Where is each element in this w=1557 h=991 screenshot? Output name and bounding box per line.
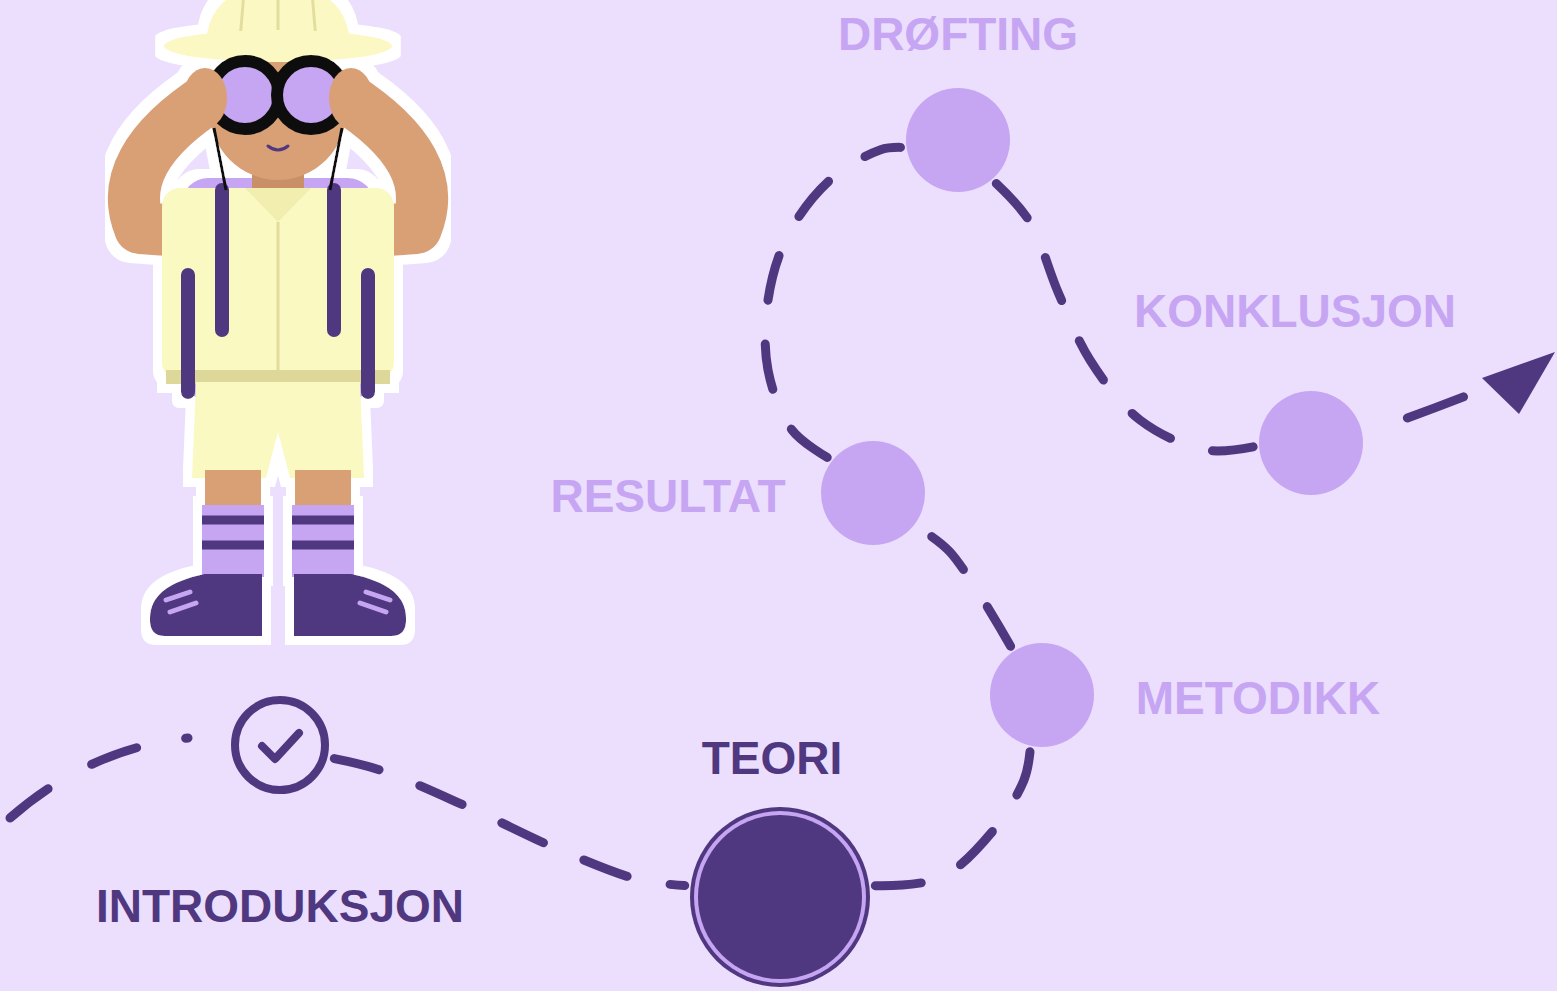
- path-exit: [1368, 392, 1476, 432]
- dashed-route: [765, 147, 900, 457]
- step-label: RESULTAT: [550, 473, 785, 519]
- shirt: [162, 188, 394, 380]
- step-label: TEORI: [702, 735, 843, 781]
- current-core: [698, 815, 862, 979]
- pending-circle: [990, 643, 1094, 747]
- hat-brim: [164, 30, 392, 62]
- step-label: DRØFTING: [838, 11, 1078, 57]
- pending-circle: [1259, 391, 1363, 495]
- hand: [183, 68, 227, 128]
- shorts: [192, 382, 364, 478]
- pending-circle: [821, 441, 925, 545]
- shirt-seam: [277, 222, 280, 378]
- shoe: [294, 574, 406, 636]
- dashed-route: [334, 759, 684, 886]
- sock-stripe: [202, 520, 354, 545]
- dashed-route: [875, 752, 1030, 886]
- step-marker: [230, 695, 330, 795]
- step-node: KONKLUSJON: [1259, 391, 1363, 495]
- face: [210, 44, 346, 180]
- collar: [245, 188, 311, 222]
- backpack-side: [188, 275, 368, 392]
- step-node: TEORI: [690, 807, 870, 987]
- shoe: [150, 574, 262, 636]
- check-mark: [262, 733, 299, 759]
- step-label: METODIKK: [1136, 675, 1381, 721]
- current-circle: [690, 807, 870, 987]
- dashed-route: [919, 528, 1011, 646]
- path-lead-in: [10, 738, 188, 818]
- done-circle: [235, 700, 325, 790]
- step-label: INTRODUKSJON: [96, 883, 464, 929]
- step-node: INTRODUKSJON: [230, 695, 330, 795]
- smile: [268, 146, 288, 150]
- step-label: KONKLUSJON: [1134, 288, 1456, 334]
- arrowhead: [1482, 352, 1555, 414]
- current-ring: [694, 811, 866, 983]
- step-marker: [990, 643, 1094, 747]
- step-marker: [690, 807, 870, 987]
- backpack-strap: [222, 190, 334, 330]
- step-node: RESULTAT: [821, 441, 925, 545]
- explorer-figure: [134, 0, 422, 636]
- binocular-strap: [214, 128, 342, 190]
- pending-circle: [906, 88, 1010, 192]
- step-node: DRØFTING: [906, 88, 1010, 192]
- hand: [329, 68, 373, 128]
- step-node: METODIKK: [990, 643, 1094, 747]
- step-marker: [821, 441, 925, 545]
- shoe-lace: [166, 592, 390, 612]
- shirt-hem: [166, 370, 390, 384]
- step-marker: [906, 88, 1010, 192]
- step-marker: [1259, 391, 1363, 495]
